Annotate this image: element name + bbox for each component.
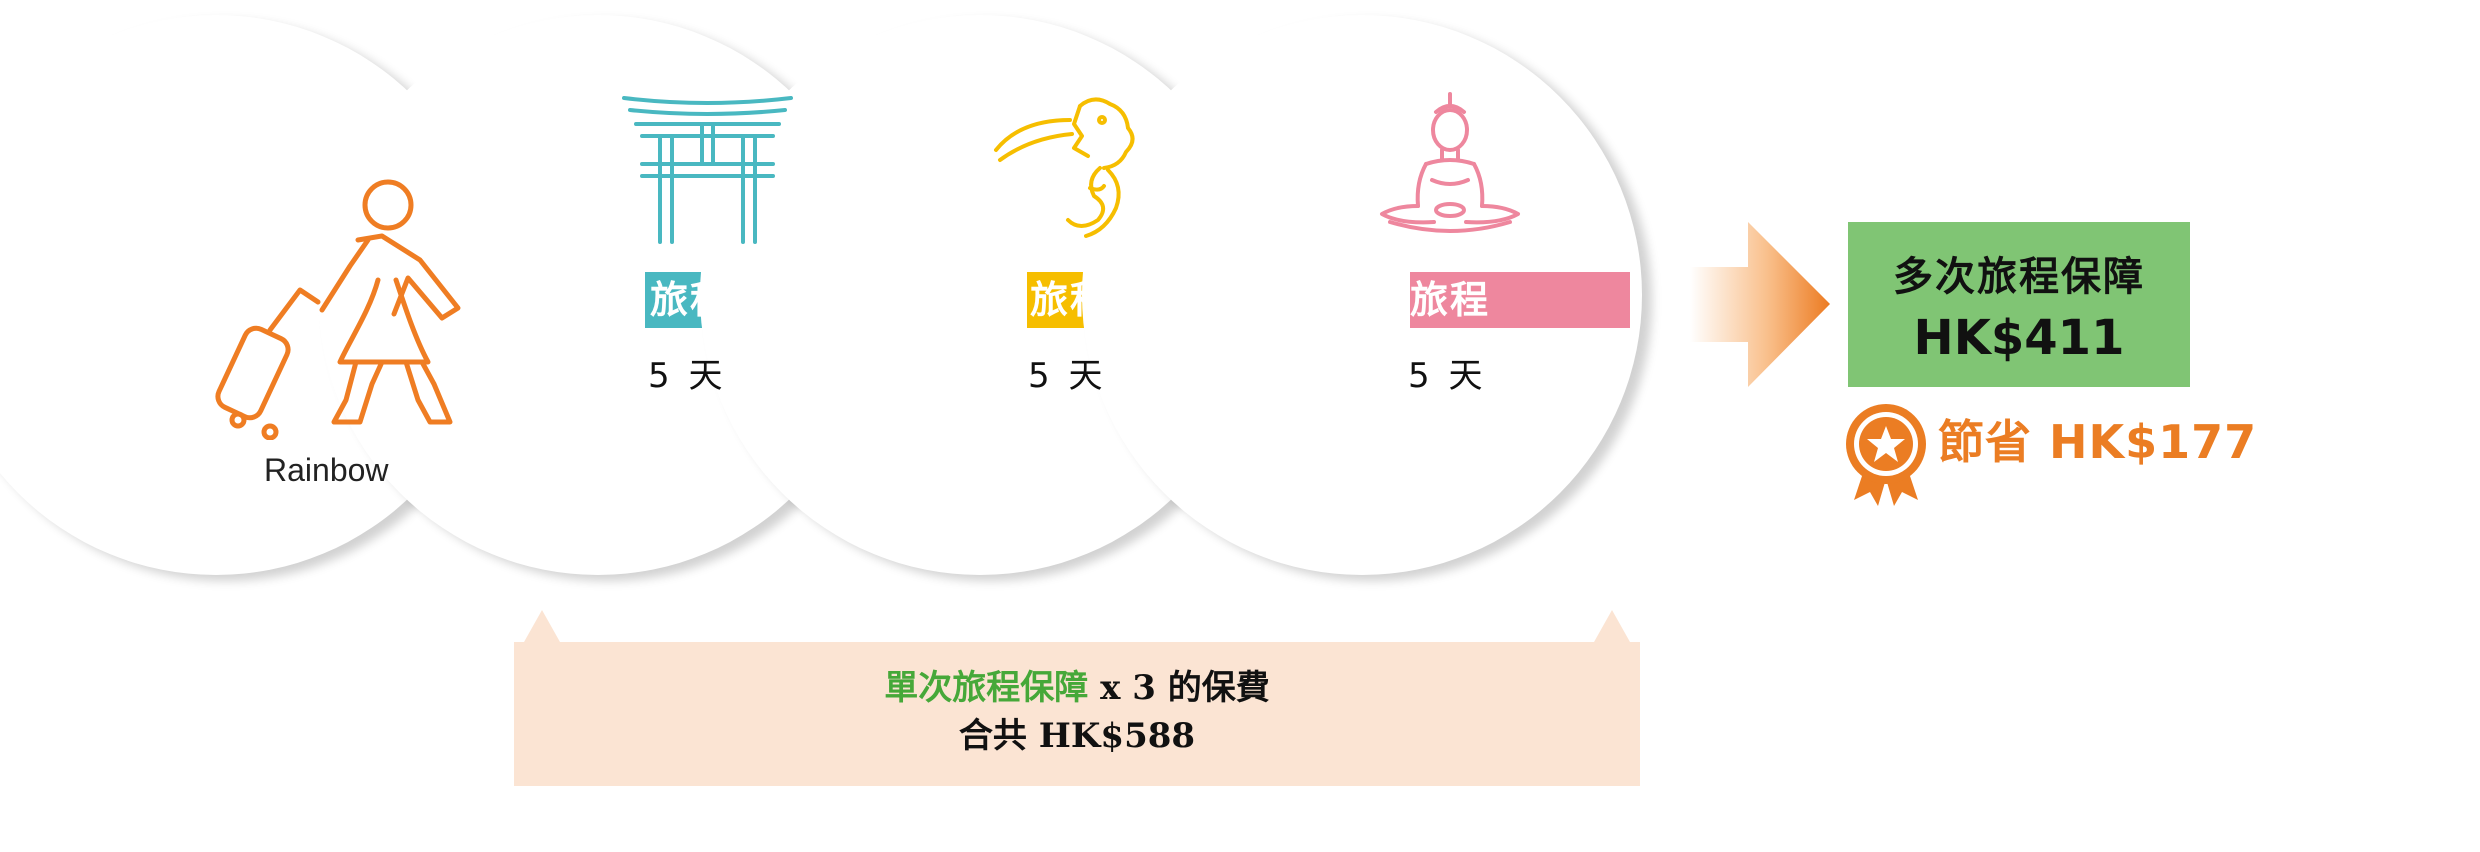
buddha-icon (1380, 92, 1520, 233)
traveler-label: Rainbow (264, 452, 389, 488)
trip-1-duration: 5 天 (648, 356, 727, 396)
trip-2-label: 旅程 (1030, 278, 1111, 322)
torii-gate-icon (622, 96, 793, 244)
callout-text: 單次旅程保障 x 3 的保費 合共 HK$588 (514, 664, 1640, 760)
callout-mid-text: x 3 的保費 (1088, 668, 1270, 708)
trip-3-label: 旅程 (1410, 278, 1491, 322)
result-price: HK$411 (1913, 310, 2125, 366)
result-arrow (1690, 222, 1830, 387)
trip-1-label: 旅程 (650, 278, 731, 322)
single-trip-callout (514, 610, 1640, 786)
trip-2-number: 2 (922, 253, 962, 319)
trip-3-number: 3 (1304, 253, 1344, 319)
trip-1-number: 1 (540, 253, 580, 319)
callout-line-1: 單次旅程保障 x 3 的保費 (514, 664, 1640, 712)
result-title: 多次旅程保障 (1893, 254, 2145, 300)
multi-trip-result-box: 多次旅程保障 HK$411 (1848, 222, 2190, 387)
trip-3-duration: 5 天 (1408, 356, 1487, 396)
merlion-icon (994, 97, 1135, 238)
savings-label: 節省 HK$177 (1938, 415, 2258, 469)
callout-total: 合共 HK$588 (958, 716, 1196, 756)
award-badge-icon (1846, 404, 1926, 506)
trip-3-band (1410, 272, 1630, 328)
trip-2-duration: 5 天 (1028, 356, 1107, 396)
traveler-with-suitcase-icon (215, 179, 461, 440)
callout-green-text: 單次旅程保障 (884, 668, 1089, 708)
